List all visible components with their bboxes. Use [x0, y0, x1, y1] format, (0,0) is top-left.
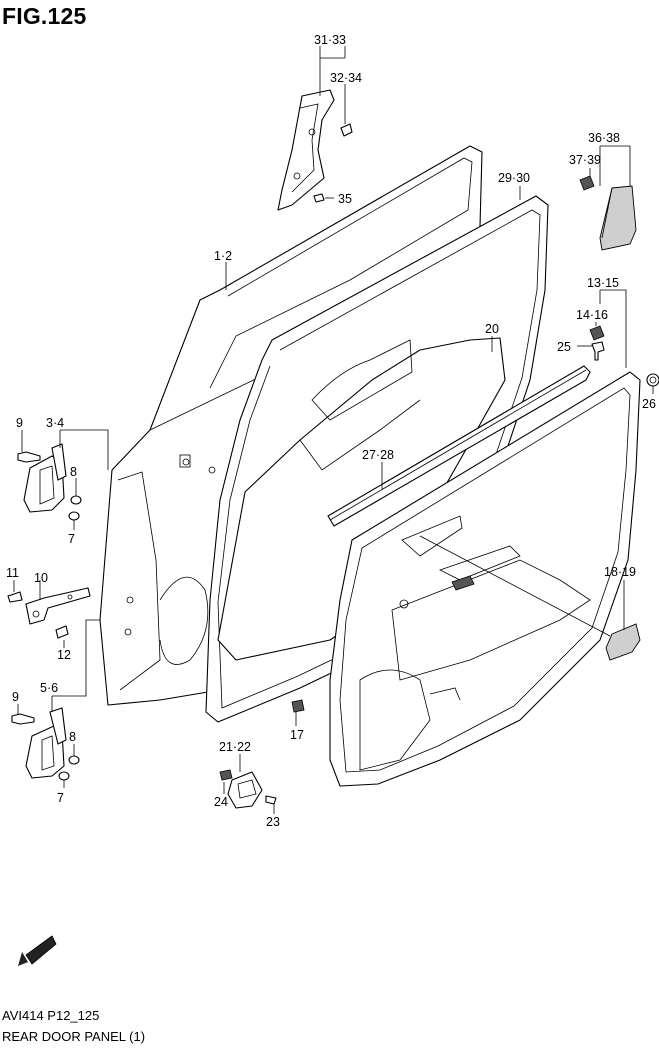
figure-title: FIG.125: [2, 3, 87, 29]
hinge-nut-8b: [68, 755, 80, 765]
trim-screw-25: [591, 341, 605, 361]
inside-handle: [227, 771, 263, 809]
callout-labels: 31·33 32·34 35 36·38 37·39 29·30 1·2 13·…: [6, 33, 656, 829]
callout-1-2: 1·2: [214, 249, 232, 263]
callout-9-upper: 9: [16, 416, 23, 430]
callout-10: 10: [34, 571, 48, 585]
cap-26: [646, 373, 659, 387]
callout-7-lower: 7: [57, 791, 64, 805]
callout-31-33: 31·33: [314, 33, 346, 47]
model-code: AVI414 P12_125: [2, 1008, 100, 1023]
callout-9-lower: 9: [12, 690, 19, 704]
callout-36-38: 36·38: [588, 131, 620, 145]
callout-14-16: 14·16: [576, 308, 608, 322]
hinge-bolt-9a: [17, 451, 41, 463]
trim-clip-35: [313, 193, 325, 203]
callout-18-19: 18·19: [604, 565, 636, 579]
hinge-nut-7b: [58, 771, 70, 781]
callout-37-39: 37·39: [569, 153, 601, 167]
door-trim-panel: [329, 371, 641, 787]
callout-32-34: 32·34: [330, 71, 362, 85]
hinge-nut-8a: [70, 495, 82, 505]
callout-17: 17: [290, 728, 304, 742]
door-check-link: [25, 587, 91, 625]
trim-clip-14-16: [589, 325, 605, 341]
belt-moulding: [327, 365, 591, 527]
upper-hinge: [23, 443, 67, 513]
hinge-bolt-9b: [11, 713, 35, 725]
callout-26: 26: [642, 397, 656, 411]
callout-24: 24: [214, 795, 228, 809]
callout-20: 20: [485, 322, 499, 336]
clip-17: [291, 699, 305, 713]
callout-35: 35: [338, 192, 352, 206]
callout-8-upper: 8: [70, 465, 77, 479]
handle-clip-24: [219, 769, 233, 781]
lower-hinge: [25, 707, 67, 779]
checker-bolt-12: [55, 625, 69, 639]
callout-3-4: 3·4: [46, 416, 64, 430]
callout-11: 11: [6, 566, 19, 580]
door-quarter-trim: [277, 89, 353, 211]
callout-21-22: 21·22: [219, 740, 251, 754]
callout-12: 12: [57, 648, 71, 662]
fwd-arrow-icon: [18, 935, 57, 966]
callout-5-6: 5·6: [40, 681, 58, 695]
handle-screw-23: [265, 795, 277, 805]
garnish-clip: [579, 175, 595, 191]
handle-bezel: [605, 623, 641, 661]
callout-23: 23: [266, 815, 280, 829]
leader-lines: [13, 46, 654, 814]
callout-29-30: 29·30: [498, 171, 530, 185]
callout-7-upper: 7: [68, 532, 75, 546]
callout-25: 25: [557, 340, 571, 354]
callout-13-15: 13·15: [587, 276, 619, 290]
callout-8-lower: 8: [69, 730, 76, 744]
callout-27-28: 27·28: [362, 448, 394, 462]
checker-bolt-11: [7, 591, 23, 603]
hinge-nut-7a: [68, 511, 80, 521]
rear-garnish: [599, 185, 637, 251]
page-name: REAR DOOR PANEL (1): [2, 1029, 146, 1044]
